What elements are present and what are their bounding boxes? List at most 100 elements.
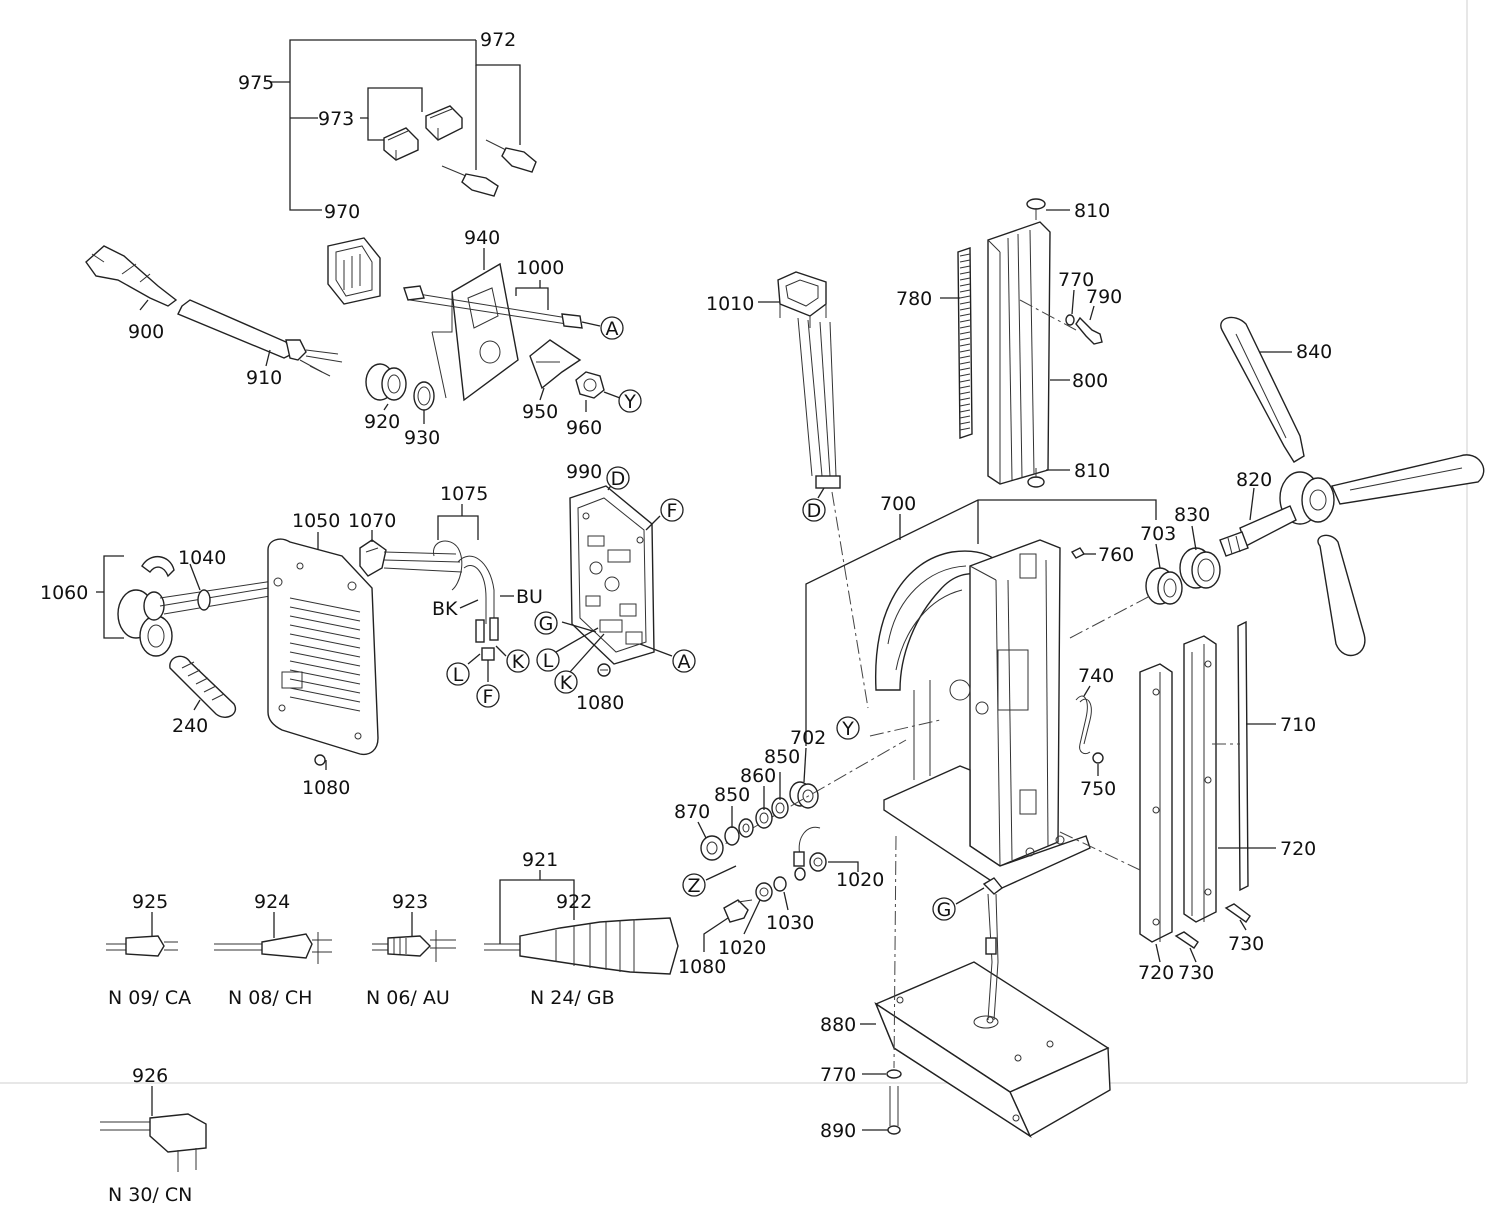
callout-Y-body: Y bbox=[836, 716, 860, 740]
callout-letter: L bbox=[453, 664, 464, 686]
label-860: 860 bbox=[740, 765, 776, 787]
label-975: 975 bbox=[238, 72, 274, 94]
plug-924 bbox=[214, 912, 332, 964]
label-750: 750 bbox=[1080, 778, 1116, 800]
label-810-top: 810 bbox=[1074, 200, 1110, 222]
callout-letter: Y bbox=[623, 391, 636, 413]
axis-switch bbox=[831, 491, 869, 709]
connector-plug-a bbox=[485, 139, 537, 173]
rack-tooth bbox=[959, 331, 971, 335]
rack-tooth bbox=[959, 427, 971, 431]
vent-slot bbox=[289, 624, 361, 640]
label-730-left: 730 bbox=[1178, 962, 1214, 984]
axis-790 bbox=[1019, 299, 1077, 331]
label-1010: 1010 bbox=[706, 293, 754, 315]
rack-tooth bbox=[959, 415, 971, 419]
axis-720 bbox=[1059, 831, 1141, 871]
ground-lug-1020 bbox=[755, 826, 827, 902]
nut-960 bbox=[575, 371, 605, 399]
callout-Z: Z bbox=[682, 873, 706, 897]
callout-letter: A bbox=[606, 318, 619, 340]
leader-790 bbox=[1089, 305, 1095, 321]
nut-870 bbox=[700, 835, 724, 861]
callout-A-top: A bbox=[600, 316, 624, 340]
strip-710 bbox=[1237, 620, 1249, 892]
callout-D-pcb: D bbox=[606, 466, 630, 490]
label-940: 940 bbox=[464, 227, 500, 249]
terminal-block-b bbox=[383, 127, 419, 161]
vent-slot bbox=[289, 606, 361, 622]
label-770-top: 770 bbox=[1058, 269, 1094, 291]
label-702: 702 bbox=[790, 727, 826, 749]
rack-tooth bbox=[959, 367, 971, 371]
rack-tooth bbox=[959, 325, 971, 329]
leader-F-pcb bbox=[645, 515, 661, 531]
label-BU: BU bbox=[516, 586, 543, 608]
leader-1080-ground bbox=[703, 917, 729, 952]
label-900: 900 bbox=[128, 321, 164, 343]
bracket-1060 bbox=[103, 555, 124, 639]
rack-tooth bbox=[959, 337, 971, 341]
grommet-1070 bbox=[359, 539, 387, 577]
callout-letter: D bbox=[611, 468, 626, 490]
rack-tooth bbox=[959, 295, 971, 299]
rack-tooth bbox=[959, 277, 971, 281]
callout-K-pcb: K bbox=[554, 670, 578, 694]
variant-gb: N 24/ GB bbox=[530, 987, 615, 1009]
leader-920 bbox=[383, 403, 389, 411]
housing-700 bbox=[875, 539, 1091, 889]
callout-letter: F bbox=[483, 686, 494, 708]
rack-tooth bbox=[959, 349, 971, 353]
label-930: 930 bbox=[404, 427, 440, 449]
rack-tooth bbox=[959, 403, 971, 407]
leader-1020-right bbox=[828, 861, 859, 872]
cable-910 bbox=[177, 299, 343, 377]
leader-702 bbox=[803, 747, 807, 783]
vent-slot bbox=[289, 633, 361, 649]
leader-1040 bbox=[189, 563, 201, 591]
spring-740 bbox=[1075, 695, 1092, 755]
axis-base bbox=[893, 835, 897, 1069]
variant-cn: N 30/ CN bbox=[108, 1184, 192, 1206]
callout-letter: Y bbox=[841, 718, 854, 740]
callout-L-pcb: L bbox=[536, 648, 560, 672]
label-820: 820 bbox=[1236, 469, 1272, 491]
rack-780 bbox=[957, 247, 973, 439]
base-880 bbox=[874, 961, 1111, 1138]
sleeve-240 bbox=[169, 655, 237, 718]
plug-900 bbox=[85, 245, 178, 307]
screw-1080-pcb bbox=[597, 663, 611, 677]
pcb-990 bbox=[569, 485, 655, 665]
washer-850-left bbox=[738, 818, 754, 838]
rack-tooth bbox=[959, 397, 971, 401]
leader-1020-left bbox=[743, 899, 761, 935]
group-975 bbox=[270, 39, 521, 211]
label-720-right: 720 bbox=[1280, 838, 1316, 860]
leader-720-left bbox=[1155, 943, 1161, 963]
vent-slot bbox=[289, 615, 361, 631]
leader-D-switch bbox=[817, 487, 825, 499]
leader-A-top bbox=[581, 321, 601, 327]
label-1040: 1040 bbox=[178, 547, 226, 569]
screw-790 bbox=[1075, 316, 1103, 345]
leader-910 bbox=[265, 349, 271, 367]
rack-teeth bbox=[959, 253, 971, 431]
plug-925 bbox=[106, 912, 178, 957]
leader-1030 bbox=[783, 891, 789, 911]
rack-tooth bbox=[959, 385, 971, 389]
label-1080-left: 1080 bbox=[302, 777, 350, 799]
leader-820 bbox=[1249, 487, 1255, 521]
callout-K-harness: K bbox=[506, 649, 530, 673]
label-960: 960 bbox=[566, 417, 602, 439]
callout-letter: F bbox=[667, 500, 678, 522]
cable-1075 bbox=[383, 504, 499, 661]
label-1060: 1060 bbox=[40, 582, 88, 604]
label-920: 920 bbox=[364, 411, 400, 433]
washer-770-top bbox=[1065, 314, 1075, 326]
axis-Y bbox=[869, 719, 941, 737]
plug-923 bbox=[372, 912, 456, 962]
vent-slot bbox=[289, 642, 361, 658]
leader-Z bbox=[705, 865, 737, 881]
label-1020-left: 1020 bbox=[718, 937, 766, 959]
label-700: 700 bbox=[880, 493, 916, 515]
